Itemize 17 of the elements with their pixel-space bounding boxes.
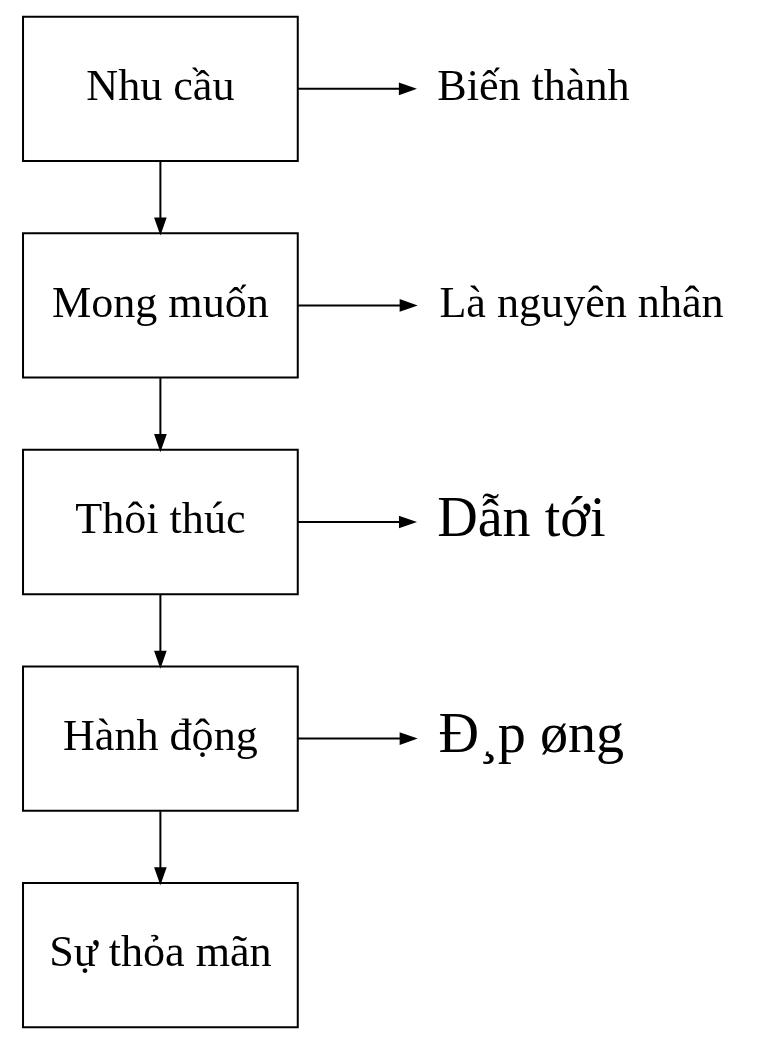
arrow (153, 594, 167, 669)
arrow (297, 82, 417, 96)
node-box: Hành động (21, 665, 299, 812)
node-text: Đ¸p øng (438, 702, 624, 765)
node-text: Là nguyên nhân (438, 277, 724, 327)
arrow (153, 378, 167, 453)
node-box: Mong muốn (21, 232, 299, 379)
arrow (297, 515, 417, 529)
node-text: Biến thành (436, 61, 630, 111)
arrow (153, 811, 167, 886)
node-box: Thôi thúc (21, 448, 299, 596)
arrow (297, 732, 418, 745)
node-box: Nhu cầu (21, 15, 299, 163)
node-text: Dẫn tới (436, 485, 606, 548)
arrow (297, 299, 418, 312)
node-box: Sự thỏa mãn (21, 881, 299, 1029)
arrow (153, 161, 167, 236)
